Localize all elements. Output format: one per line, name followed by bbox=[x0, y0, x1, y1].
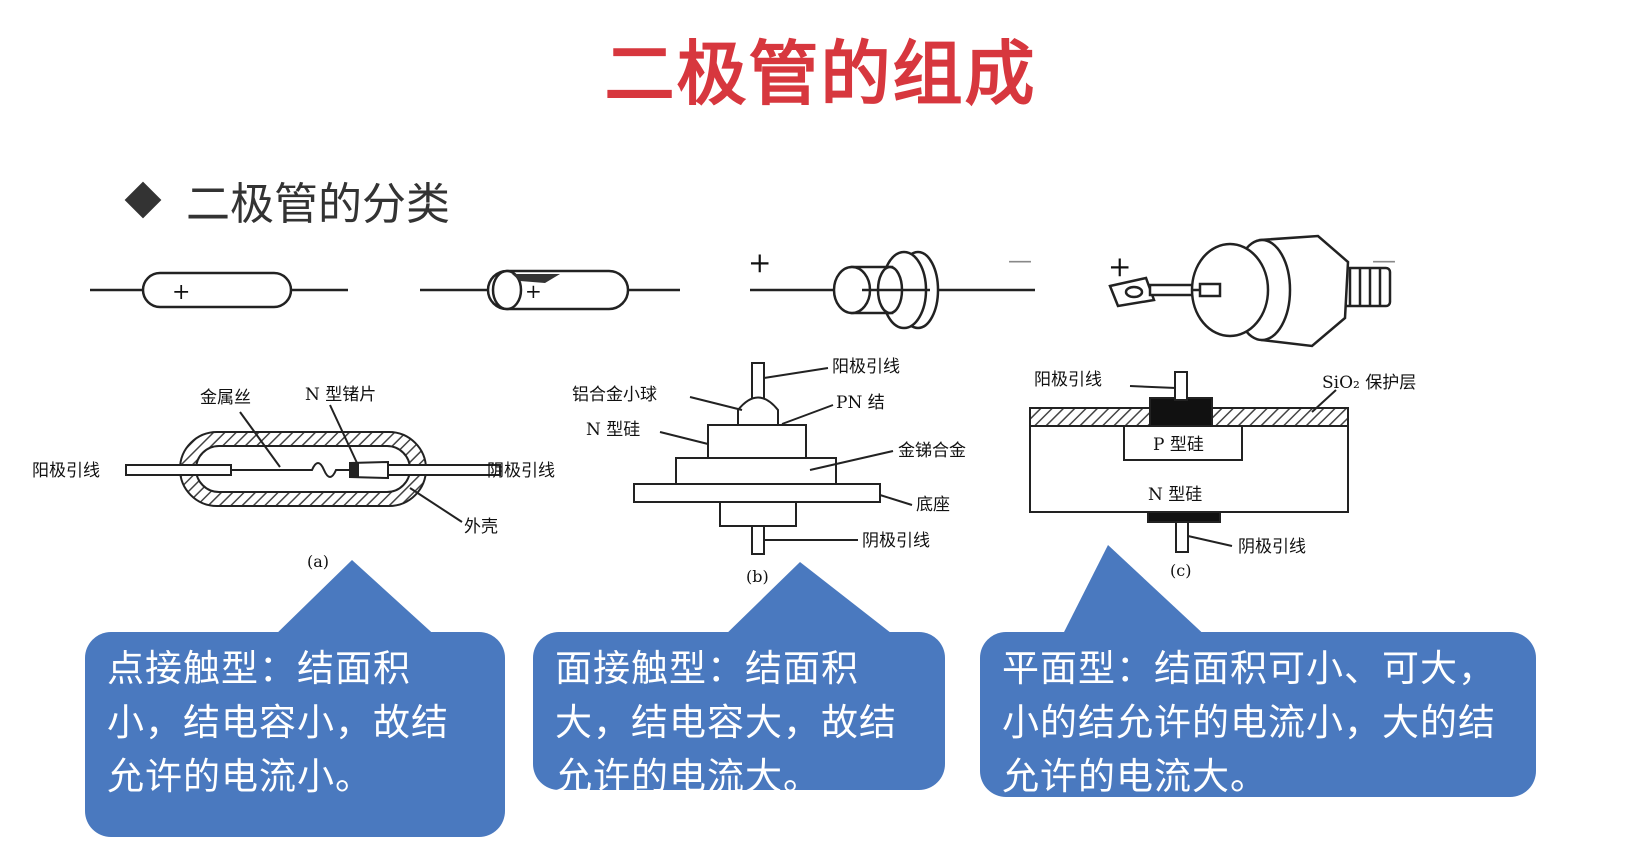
diagram-b-alloy-label: 金锑合金 bbox=[898, 441, 966, 461]
diagram-c-drawing bbox=[1029, 371, 1349, 553]
diagram-b-caption: (b) bbox=[746, 567, 769, 586]
diode-outline-1 bbox=[90, 271, 348, 309]
diagram-c-cathode-label: 阴极引线 bbox=[1238, 537, 1306, 557]
diode-outline-3 bbox=[750, 250, 1035, 330]
diode-outline-2 bbox=[420, 269, 680, 311]
diagram-a-wire-label: 金属丝 bbox=[200, 388, 251, 408]
diagram-b-pn-label: PN 结 bbox=[836, 393, 885, 413]
diagram-c-anode-label: 阳极引线 bbox=[1034, 370, 1102, 390]
diode-1-plus-sign: + bbox=[172, 280, 190, 305]
callout-point-contact: 点接触型：结面积小，结电容小，故结允许的电流小。 bbox=[85, 632, 505, 837]
diode-2-plus-sign: + bbox=[525, 279, 542, 303]
diagram-c-sio2-label: SiO₂ 保护层 bbox=[1322, 373, 1416, 393]
callout-surface-pointer bbox=[720, 562, 900, 640]
diode-outline-4 bbox=[1108, 234, 1392, 348]
diode-3-plus-sign: + bbox=[748, 246, 771, 279]
diagram-b-ball-label: 铝合金小球 bbox=[572, 385, 657, 405]
diagram-c-caption: (c) bbox=[1170, 561, 1191, 580]
diagram-c-nsi-label: N 型硅 bbox=[1148, 485, 1202, 505]
callout-point-pointer bbox=[270, 560, 440, 640]
diagram-b-nsi-label: N 型硅 bbox=[586, 420, 640, 440]
page-title: 二极管的组成 bbox=[604, 33, 1037, 115]
diode-4-plus-sign: + bbox=[1108, 250, 1131, 283]
diagram-a-cathode-label: 阴极引线 bbox=[487, 461, 555, 481]
callout-planar: 平面型：结面积可小、可大，小的结允许的电流小，大的结允许的电流大。 bbox=[980, 632, 1536, 798]
callout-surface-contact: 面接触型：结面积大，结电容大，故结允许的电流大。 bbox=[533, 632, 945, 798]
section-heading-text: 二极管的分类 bbox=[186, 179, 450, 230]
callout-planar-pointer bbox=[1060, 545, 1210, 640]
section-heading: 二极管的分类 bbox=[124, 168, 450, 232]
diagram-a-shell-label: 外壳 bbox=[464, 517, 498, 537]
diagram-b-base-label: 底座 bbox=[916, 495, 950, 515]
diagram-b-anode-label: 阳极引线 bbox=[832, 357, 900, 377]
diagram-b-drawing bbox=[633, 362, 913, 555]
diagram-a-caption: (a) bbox=[307, 552, 329, 571]
diagram-c-psi-label: P 型硅 bbox=[1153, 435, 1204, 455]
diagram-b-cathode-label: 阴极引线 bbox=[862, 531, 930, 551]
diagram-a-anode-label: 阳极引线 bbox=[32, 461, 100, 481]
diagram-a-drawing bbox=[125, 404, 501, 523]
diagram-a-chip-label: N 型锗片 bbox=[305, 385, 376, 405]
diode-3-minus-sign: — bbox=[1008, 246, 1032, 274]
